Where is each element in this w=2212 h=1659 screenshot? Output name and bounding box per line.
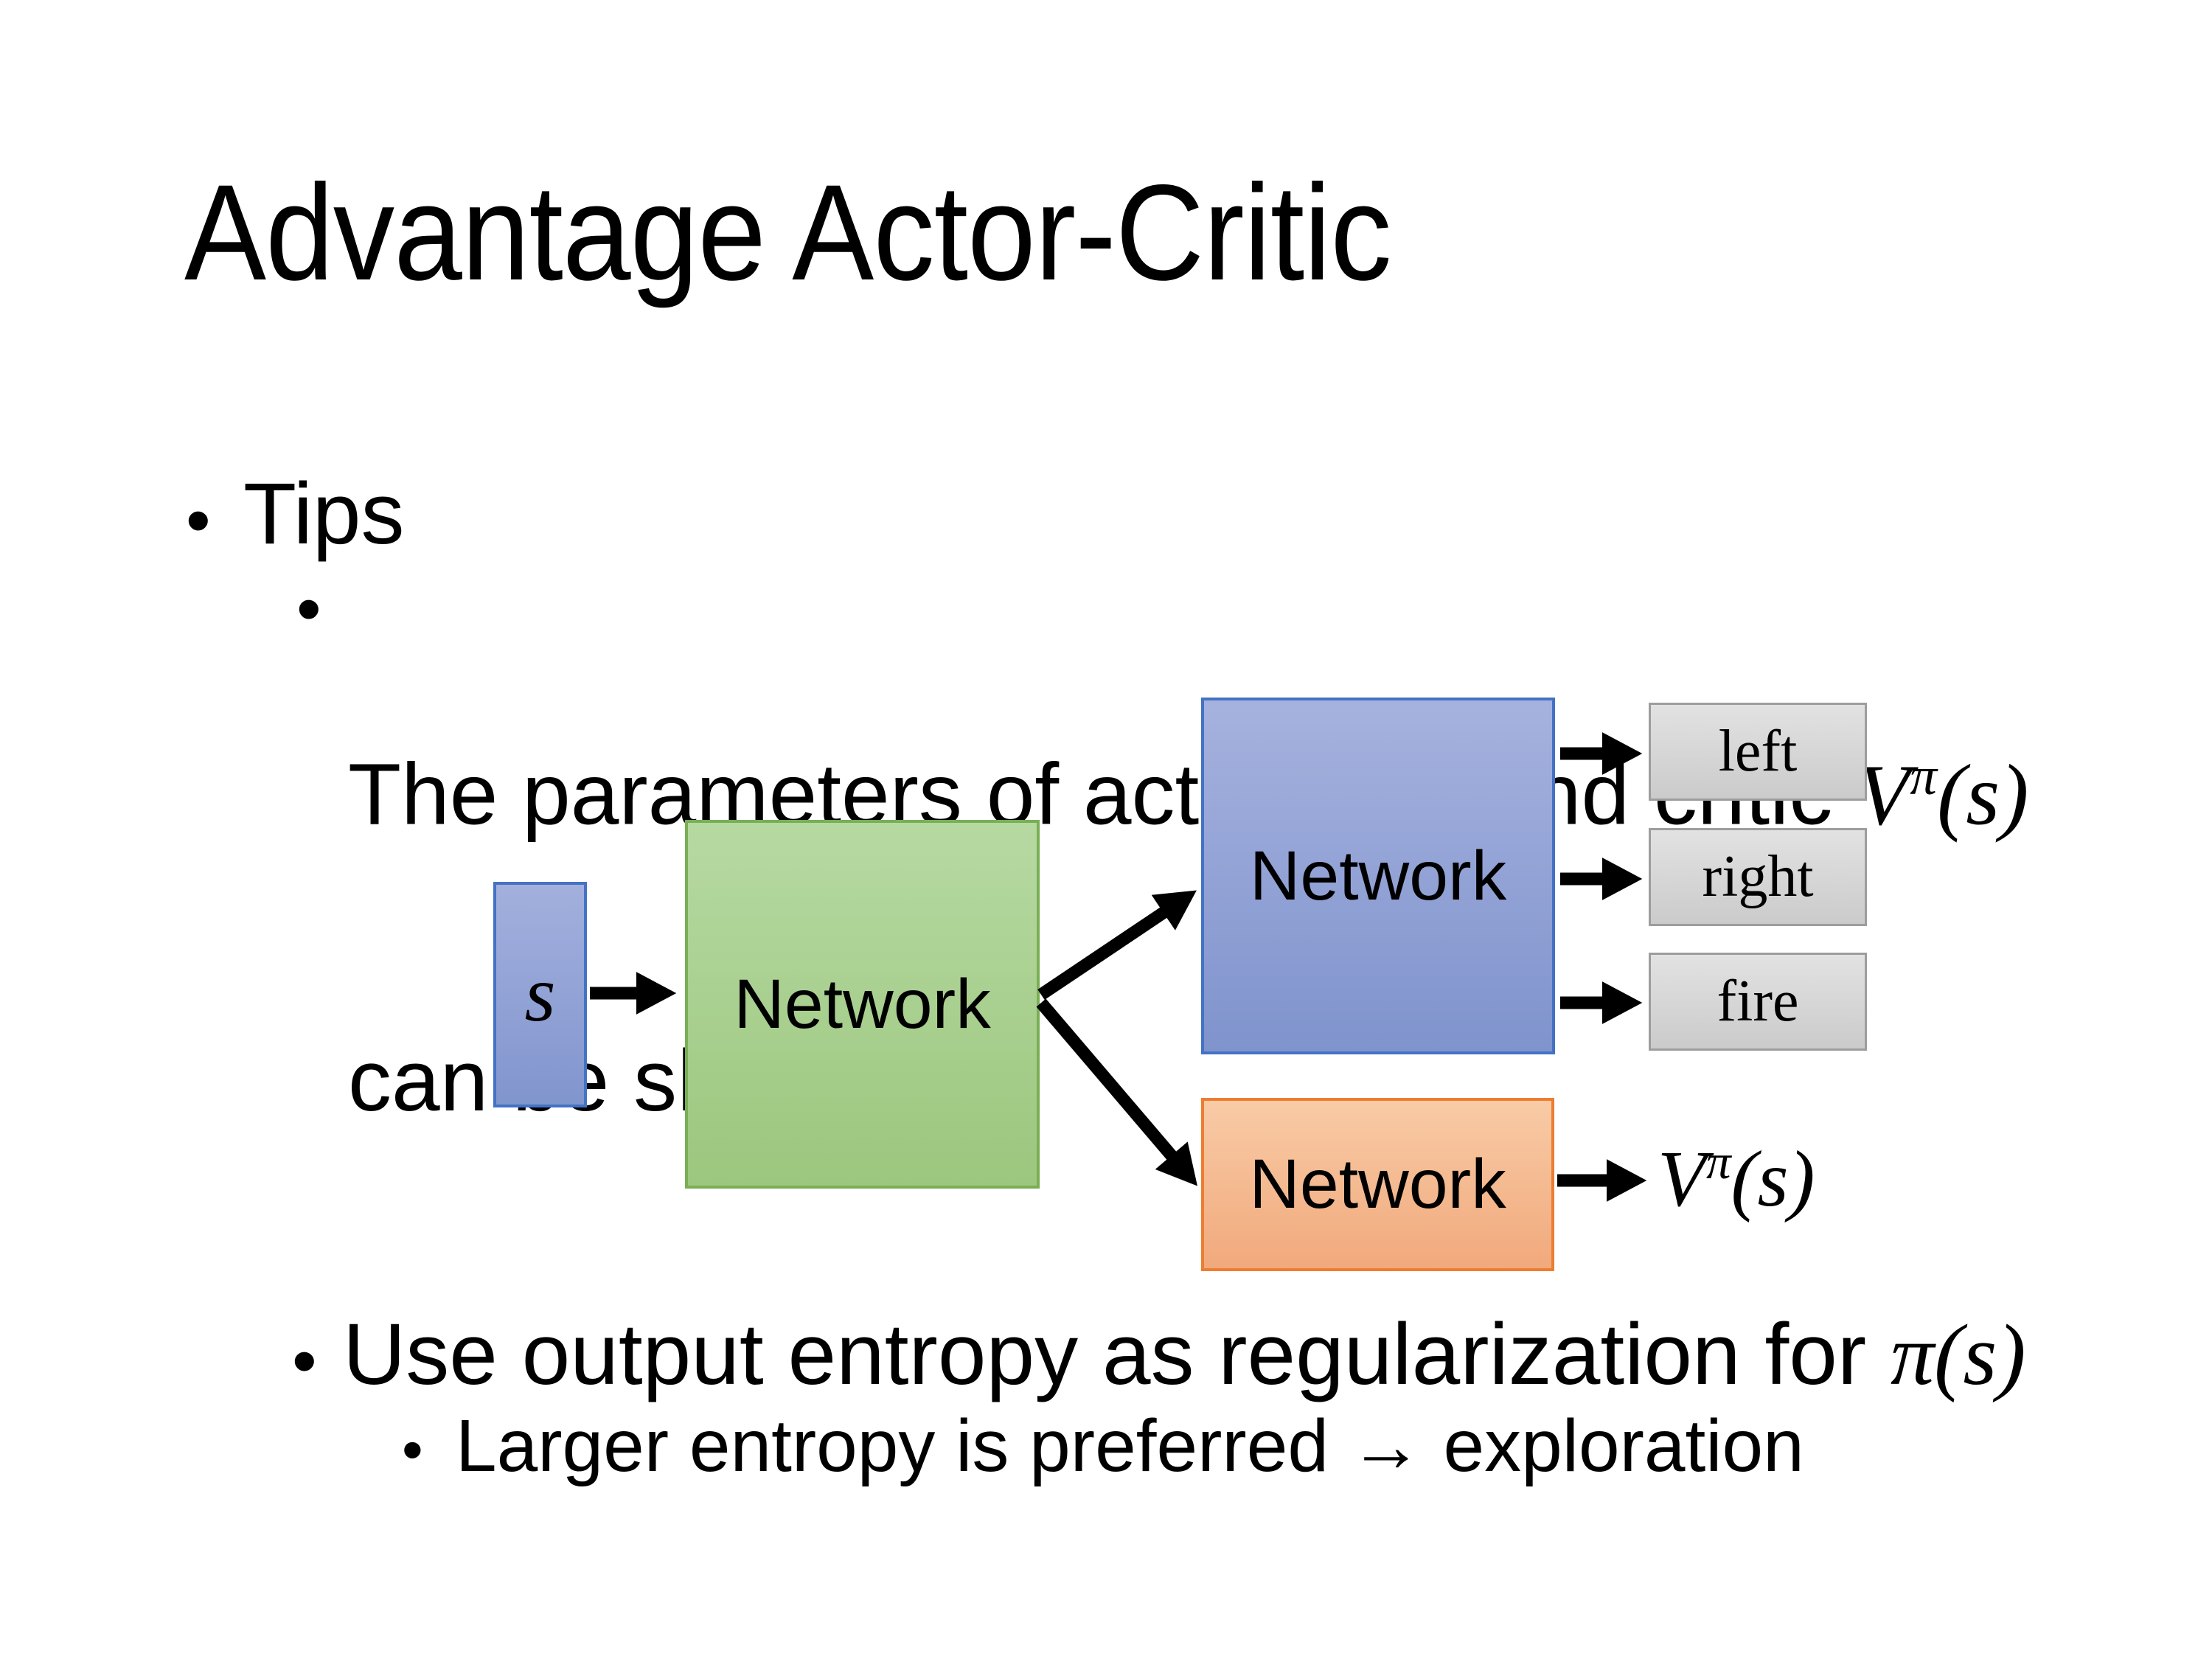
math-v-args: (s)	[1936, 745, 2029, 843]
critic-network-box: Network	[1201, 1098, 1554, 1271]
actor-network-label: Network	[1249, 836, 1507, 915]
arrow-shared-to-critic	[1036, 998, 1197, 1186]
action-box-right: right	[1649, 828, 1867, 926]
critic-network-label: Network	[1249, 1145, 1506, 1223]
critic-output-sup-pi: π	[1705, 1135, 1731, 1189]
bullet-marker-entropy: •	[292, 1321, 317, 1400]
math-v-sup-pi: π	[1910, 745, 1937, 806]
action-label-left: left	[1718, 719, 1798, 784]
shared-network-label: Network	[734, 964, 991, 1043]
action-label-right: right	[1702, 844, 1814, 909]
critic-output-value: Vπ(s)	[1658, 1134, 1815, 1225]
critic-output-args: (s)	[1731, 1135, 1815, 1223]
bullet-marker-exploration: •	[402, 1416, 423, 1484]
bullet-marker-shared: •	[296, 569, 321, 648]
bullet-entropy: Use output entropy as regularization for…	[343, 1307, 2026, 1403]
bullet-entropy-text: Use output entropy as regularization for	[343, 1306, 1891, 1403]
action-box-left: left	[1649, 703, 1867, 801]
critic-output-v: V	[1658, 1135, 1706, 1223]
bullet-exploration: Larger entropy is preferred → exploratio…	[456, 1405, 1804, 1487]
slide-title: Advantage Actor-Critic	[184, 157, 1392, 309]
state-label: s	[524, 950, 556, 1038]
arrow-shared-to-actor	[1037, 890, 1197, 1001]
action-box-fire: fire	[1649, 953, 1867, 1051]
bullet-marker-tips: •	[186, 481, 211, 560]
state-input-box: s	[493, 882, 587, 1107]
actor-network-box: Network	[1201, 698, 1555, 1054]
bullet-tips: Tips	[243, 465, 405, 563]
shared-network-box: Network	[685, 820, 1040, 1189]
math-pi-s-2: π(s)	[1890, 1307, 2026, 1403]
action-label-fire: fire	[1717, 969, 1799, 1034]
